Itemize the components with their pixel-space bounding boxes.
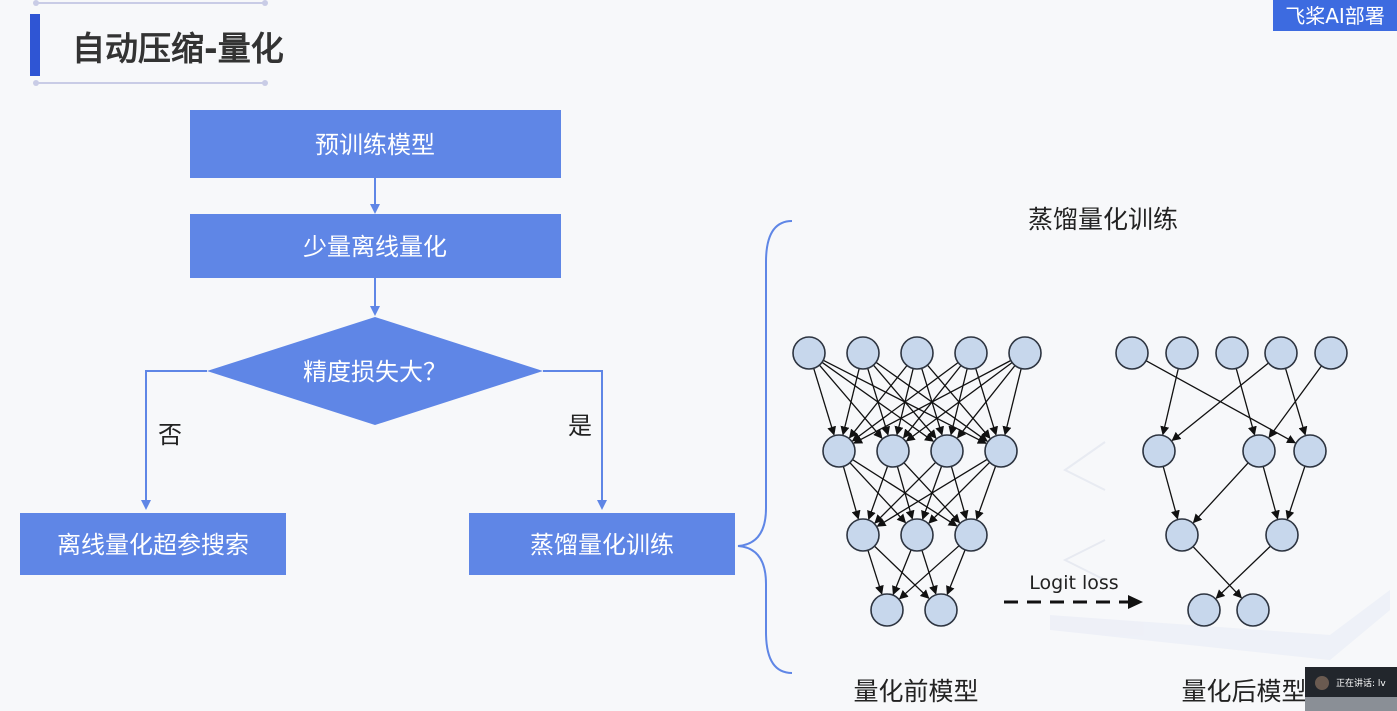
- before-net-edge: [928, 461, 991, 524]
- network-after-quantization: [1115, 336, 1348, 627]
- before-net-edge: [851, 361, 959, 442]
- before-net-edge: [905, 361, 1013, 442]
- before-net-node: [792, 336, 826, 370]
- speaker-label: 正在讲话: lv: [1336, 677, 1386, 689]
- after-net-node: [1242, 434, 1276, 468]
- before-net-edge: [898, 545, 960, 600]
- curly-brace: [737, 220, 793, 674]
- after-net-edge: [1192, 462, 1249, 524]
- title-accent-bar: [30, 14, 40, 76]
- branch-yes-label: 是: [568, 412, 592, 440]
- before-net-edge: [956, 365, 1016, 439]
- after-net-node: [1165, 336, 1199, 370]
- before-net-edge: [892, 549, 912, 596]
- before-net-node: [984, 434, 1018, 468]
- flow-decision-diamond: [207, 317, 543, 425]
- before-net-node: [924, 593, 958, 627]
- flow-box-pretrained: [190, 110, 561, 178]
- before-net-edge: [813, 368, 836, 436]
- speaker-overlay[interactable]: 正在讲话: lv: [1305, 667, 1397, 711]
- before-net-node: [1008, 336, 1042, 370]
- flow-arrow-no: [141, 370, 207, 510]
- flow-box-pretrained-label: 预训练模型: [315, 131, 435, 159]
- after-net-node: [1215, 336, 1249, 370]
- before-net-edge: [874, 461, 937, 524]
- after-net-node: [1236, 593, 1270, 627]
- after-net-node: [1187, 593, 1221, 627]
- after-net-edge: [1262, 466, 1280, 520]
- before-net-node: [900, 518, 934, 552]
- after-net-edge: [1268, 365, 1323, 439]
- flowchart: 预训练模型 少量离线量化 精度损失大？ 否 是 离线量化超参搜索 蒸馏量化训练: [20, 110, 735, 575]
- logit-loss-label: Logit loss: [1029, 572, 1118, 594]
- after-net-node: [1115, 336, 1149, 370]
- before-net-node: [846, 518, 880, 552]
- flow-decision-label: 精度损失大？: [303, 358, 447, 386]
- flow-box-ptq-search: [20, 513, 286, 575]
- network-before-quantization: [792, 336, 1042, 627]
- before-net-edge: [867, 465, 889, 520]
- speaker-avatar: [1315, 676, 1329, 690]
- after-net-node: [1264, 336, 1298, 370]
- branch-no-label: 否: [158, 421, 182, 449]
- flow-box-ptq: [190, 214, 561, 278]
- before-net-edge: [1002, 368, 1022, 436]
- after-net-edge: [1171, 362, 1269, 442]
- caption-before-model: 量化前模型: [853, 677, 978, 706]
- brand-badge: 飞桨AI部署: [1273, 0, 1397, 31]
- after-net-edge: [1215, 545, 1271, 599]
- distill-title: 蒸馏量化训练: [1028, 205, 1178, 234]
- slide-title: 自动压缩-量化: [72, 29, 284, 68]
- before-net-edge: [867, 550, 884, 595]
- after-net-edge: [1235, 368, 1257, 436]
- flow-box-ptq-label: 少量离线量化: [303, 233, 447, 261]
- flow-arrow-yes: [543, 370, 607, 510]
- after-net-edge: [1162, 466, 1180, 520]
- brand-badge-text: 飞桨AI部署: [1285, 4, 1385, 28]
- flow-box-distill-label: 蒸馏量化训练: [530, 531, 674, 559]
- after-net-node: [1265, 518, 1299, 552]
- title-decoration: [30, 0, 268, 86]
- before-net-edge: [853, 359, 1012, 444]
- after-net-edge: [1192, 546, 1242, 599]
- flow-box-distill: [469, 513, 735, 575]
- caption-after-model: 量化后模型: [1181, 677, 1306, 706]
- logit-loss-arrowhead: [1128, 595, 1143, 609]
- before-net-node: [876, 434, 910, 468]
- before-net-edge: [848, 365, 908, 439]
- before-net-edge: [876, 458, 988, 527]
- speaker-video-area: [1305, 697, 1397, 711]
- before-net-node: [930, 434, 964, 468]
- after-net-edge: [1285, 465, 1306, 520]
- before-net-node: [846, 336, 880, 370]
- after-net-node: [1314, 336, 1348, 370]
- flow-box-ptq-search-label: 离线量化超参搜索: [57, 531, 249, 559]
- before-net-node: [822, 434, 856, 468]
- before-net-node: [954, 336, 988, 370]
- before-net-edge: [946, 549, 966, 596]
- after-net-edge: [1160, 368, 1179, 436]
- before-net-node: [900, 336, 934, 370]
- after-net-node: [1165, 518, 1199, 552]
- before-net-node: [870, 593, 904, 627]
- before-net-edge: [842, 466, 861, 520]
- before-net-edge: [975, 465, 997, 520]
- after-net-node: [1142, 434, 1176, 468]
- before-net-edge: [840, 368, 860, 436]
- after-net-node: [1293, 434, 1327, 468]
- background-watermark-shapes: [1050, 441, 1390, 660]
- before-net-node: [954, 518, 988, 552]
